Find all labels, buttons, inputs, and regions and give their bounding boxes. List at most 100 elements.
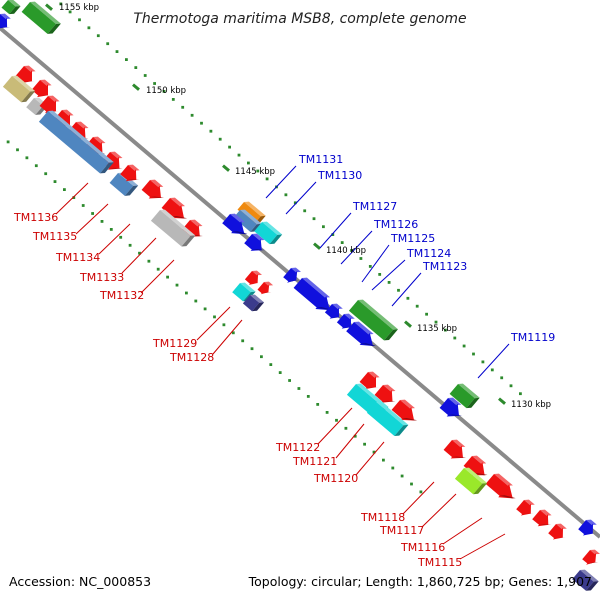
feature-red-1116[interactable] — [516, 499, 535, 516]
feature-navy-corner-br-face — [572, 570, 594, 591]
feature-cyan-1128-face — [232, 283, 251, 302]
feature-red-1122a[interactable] — [359, 371, 380, 390]
gene-label-tm1121[interactable]: TM1121 — [292, 455, 337, 468]
feature-navy-1128[interactable] — [242, 294, 265, 312]
scale-tick — [250, 347, 254, 351]
scale-tick — [134, 66, 138, 69]
scale-tick — [109, 228, 113, 231]
gene-label-tm1119[interactable]: TM1119 — [510, 331, 555, 344]
gene-label-tm1126[interactable]: TM1126 — [373, 218, 418, 231]
scale-tick — [353, 434, 357, 438]
feature-red-i[interactable] — [141, 179, 164, 199]
scale-tick — [91, 212, 94, 215]
feature-blue-1125[interactable] — [324, 303, 343, 319]
feature-red-corner-br-side — [587, 562, 599, 564]
feature-steel-long[interactable] — [38, 110, 114, 174]
feature-cyan-mid-face — [254, 222, 278, 245]
feature-blue-1119[interactable] — [439, 397, 462, 417]
feature-blue-corner-br-face — [578, 520, 593, 536]
gene-label-tm1133[interactable]: TM1133 — [79, 271, 124, 284]
feature-blue-1127[interactable] — [283, 267, 301, 283]
feature-blue-mid-b[interactable] — [244, 233, 265, 251]
gene-label-tm1122[interactable]: TM1122 — [275, 441, 320, 454]
feature-red-b-top — [40, 79, 52, 86]
feature-blue-mid-a[interactable] — [222, 213, 248, 235]
feature-gray-long[interactable] — [150, 209, 196, 247]
feature-blue-1119-face — [439, 398, 459, 417]
gene-label-tm1117[interactable]: TM1117 — [379, 524, 424, 537]
feature-green-1124[interactable] — [348, 299, 398, 341]
gene-label-tm1125[interactable]: TM1125 — [390, 232, 435, 245]
scale-tick — [25, 156, 29, 160]
gene-label-tm1130[interactable]: TM1130 — [317, 169, 362, 182]
feature-cyan-mid-side — [269, 234, 283, 245]
feature-green-top[interactable] — [21, 1, 61, 34]
feature-green-corner[interactable] — [1, 0, 21, 15]
feature-red-1118b[interactable] — [463, 455, 488, 476]
feature-olive-side — [21, 91, 36, 103]
gene-label-tm1129[interactable]: TM1129 — [152, 337, 197, 350]
scale-tick — [293, 201, 297, 205]
gene-label-tm1120[interactable]: TM1120 — [313, 472, 358, 485]
feature-blue-1125-face — [324, 304, 340, 319]
feature-blue-1124-top — [344, 313, 355, 319]
gene-label-tm1134[interactable]: TM1134 — [55, 251, 100, 264]
scale-tick — [44, 172, 48, 176]
feature-red-1118a[interactable] — [443, 439, 466, 459]
feature-steel-long-side — [100, 162, 114, 174]
gene-label-tm1135[interactable]: TM1135 — [32, 230, 77, 243]
feature-red-k-top — [190, 219, 203, 227]
gene-label-tm1136[interactable]: TM1136 — [13, 211, 58, 224]
feature-blue-1123-face — [346, 322, 373, 346]
feature-green-1119[interactable] — [449, 383, 480, 409]
gene-label-tm1127[interactable]: TM1127 — [352, 200, 397, 213]
feature-red-1122b-face — [374, 385, 393, 403]
scale-tick — [231, 331, 235, 335]
feature-red-c-face — [39, 96, 56, 114]
gene-label-tm1115[interactable]: TM1115 — [417, 556, 462, 569]
feature-red-1129[interactable] — [244, 270, 262, 285]
gene-label-tm1131[interactable]: TM1131 — [298, 153, 343, 166]
feature-red-1117[interactable] — [485, 473, 516, 499]
feature-red-j-face — [161, 198, 185, 219]
feature-red-1122a-face — [359, 372, 376, 390]
feature-red-1121[interactable] — [391, 399, 418, 421]
feature-navy-corner-br[interactable] — [572, 569, 599, 591]
scale-tick — [425, 312, 428, 316]
gene-label-tm1128[interactable]: TM1128 — [169, 351, 214, 364]
feature-gray-long-face — [150, 210, 191, 247]
feature-red-1116-top — [524, 499, 535, 505]
feature-red-h[interactable] — [120, 164, 140, 182]
scale-tick — [490, 368, 494, 372]
feature-red-1115[interactable] — [532, 509, 552, 527]
leader-tm1120 — [355, 441, 385, 476]
scale-tick — [68, 10, 72, 14]
feature-navy-1128-top — [250, 294, 265, 303]
feature-cyan-mid[interactable] — [254, 221, 283, 245]
feature-navy-1128-face — [242, 295, 260, 312]
scale-tick — [119, 235, 123, 239]
gene-label-tm1123[interactable]: TM1123 — [422, 260, 467, 273]
feature-navy-corner-br-side — [586, 581, 599, 591]
feature-olive[interactable] — [2, 75, 36, 103]
gene-label-tm1118[interactable]: TM1118 — [360, 511, 405, 524]
feature-red-1115b-top — [556, 523, 567, 529]
feature-red-j[interactable] — [161, 197, 188, 219]
feature-cyan-1120[interactable] — [366, 401, 409, 436]
scale-tick — [128, 243, 132, 247]
feature-red-1122b[interactable] — [374, 384, 396, 403]
feature-blue-1123[interactable] — [346, 321, 376, 346]
feature-blue-1126[interactable] — [293, 277, 333, 311]
feature-lime-1117[interactable] — [454, 467, 488, 495]
feature-blue-corner-br[interactable] — [578, 519, 597, 536]
feature-lime-1117-top — [464, 467, 488, 484]
gene-label-tm1132[interactable]: TM1132 — [99, 289, 144, 302]
feature-red-1115b[interactable] — [548, 523, 567, 540]
feature-blue-corner[interactable] — [0, 13, 11, 29]
feature-red-1129b[interactable] — [257, 281, 274, 295]
leader-tm1131 — [265, 165, 297, 199]
gene-label-tm1116[interactable]: TM1116 — [400, 541, 445, 554]
gene-label-tm1124[interactable]: TM1124 — [406, 247, 451, 260]
feature-red-b[interactable] — [31, 79, 52, 98]
feature-red-corner-br[interactable] — [582, 549, 600, 565]
